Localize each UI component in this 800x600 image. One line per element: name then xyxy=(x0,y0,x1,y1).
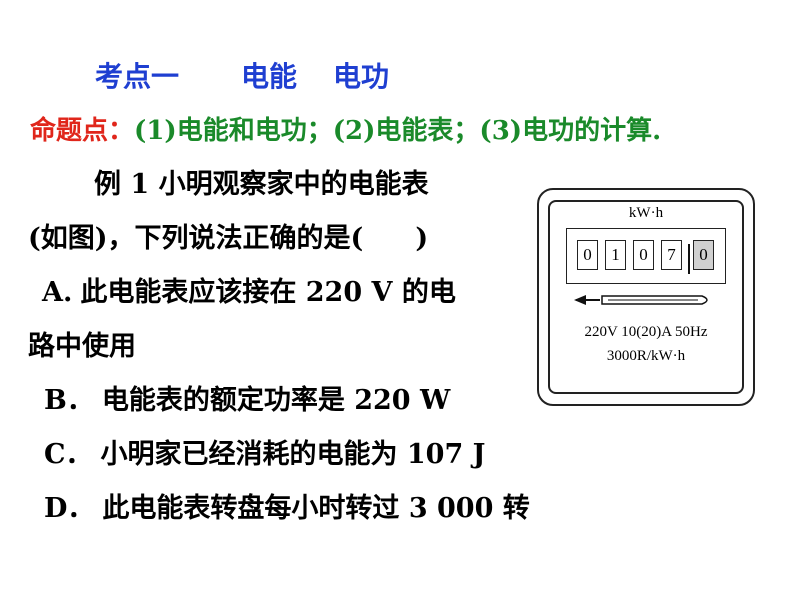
option-c[interactable]: C．小明家已经消耗的电能为 107 J xyxy=(44,438,485,472)
meter-digit: 1 xyxy=(605,240,626,270)
meter-constant: 3000R/kW·h xyxy=(606,348,686,364)
question-stem: (如图)，下列说法正确的是( xyxy=(28,223,364,254)
meter-disc-icon xyxy=(574,295,708,305)
section-title: 考点一 电能 电功 xyxy=(95,60,389,94)
option-c-text: 小明家已经消耗的电能为 107 J xyxy=(100,439,486,470)
option-a-letter: A. xyxy=(42,277,73,308)
option-d-letter: D． xyxy=(44,493,95,524)
meter-outer-frame xyxy=(537,188,755,406)
section-title-sub2: 电功 xyxy=(333,60,390,93)
option-b-text: 电能表的额定功率是 220 W xyxy=(101,385,451,416)
question-line-2: (如图)，下列说法正确的是() xyxy=(28,222,428,256)
option-b-letter: B． xyxy=(44,385,94,416)
option-d-text: 此电能表转盘每小时转过 3 000 转 xyxy=(102,493,530,524)
meter-turn-mark xyxy=(688,244,690,274)
option-d[interactable]: D．此电能表转盘每小时转过 3 000 转 xyxy=(44,492,530,526)
topic-line: 命题点：(1)电能和电功；(2)电能表；(3)电功的计算. xyxy=(30,114,661,148)
option-a-text-1: 此电能表应该接在 220 V 的电 xyxy=(80,277,456,308)
meter-digit: 7 xyxy=(661,240,682,270)
topic-text: (1)电能和电功；(2)电能表；(3)电功的计算. xyxy=(134,116,662,146)
option-b[interactable]: B．电能表的额定功率是 220 W xyxy=(44,384,450,418)
option-a-continued: 路中使用 xyxy=(28,331,136,362)
meter-digit: 0 xyxy=(577,240,598,270)
meter-rating: 220V 10(20)A 50Hz xyxy=(584,324,708,340)
question-paren-close: ) xyxy=(415,223,429,254)
option-a[interactable]: A.此电能表应该接在 220 V 的电 xyxy=(42,276,456,310)
topic-label: 命题点： xyxy=(30,116,135,146)
section-title-sub1: 电能 xyxy=(241,60,298,93)
meter-inner-frame xyxy=(548,200,744,394)
question-line-1: 例 1 小明观察家中的电能表 xyxy=(94,169,429,200)
section-title-main: 考点一 xyxy=(95,60,180,93)
meter-digit: 0 xyxy=(633,240,654,270)
option-c-letter: C． xyxy=(44,439,93,470)
meter-digit-window: 0 1 0 7 0 xyxy=(566,228,726,284)
meter-digit-decimal: 0 xyxy=(693,240,714,270)
meter-unit: kW·h xyxy=(628,205,664,221)
